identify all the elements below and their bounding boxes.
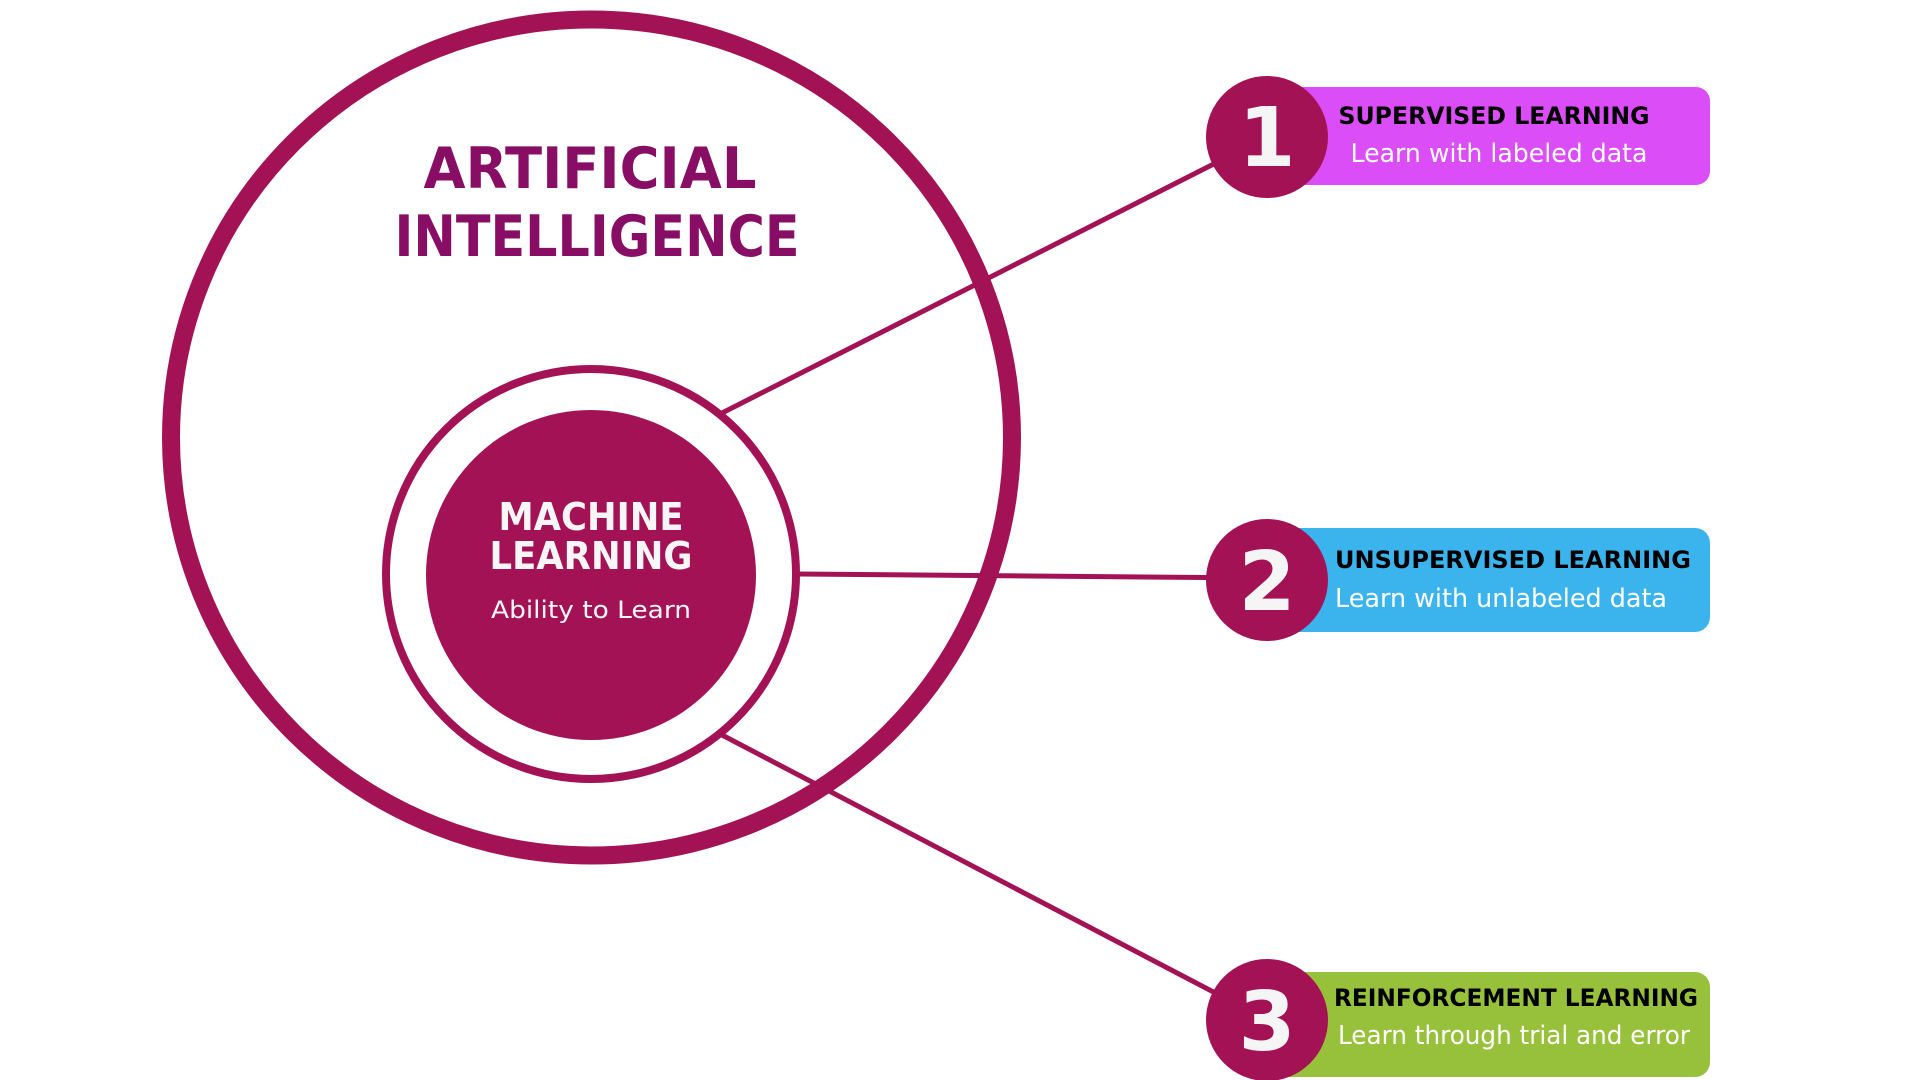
ml-title-line2: LEARNING xyxy=(490,534,693,578)
branch-number-2: 2 xyxy=(1238,535,1295,630)
ai-title-line1: ARTIFICIAL xyxy=(424,136,757,202)
branch-supervised: 1 SUPERVISED LEARNING Learn with labeled… xyxy=(1206,76,1710,198)
ml-title-line1: MACHINE xyxy=(499,495,684,539)
branch-box-1 xyxy=(1240,87,1710,185)
branch-number-circle-3 xyxy=(1206,959,1328,1080)
branch-box-2 xyxy=(1240,528,1710,632)
ml-subtitle: Ability to Learn xyxy=(491,596,691,624)
branch-number-circle-1 xyxy=(1206,76,1328,198)
branch-heading-1: SUPERVISED LEARNING xyxy=(1339,102,1650,130)
branch-description-1: Learn with labeled data xyxy=(1351,139,1648,169)
ai-outer-circle xyxy=(162,10,1021,865)
ai-title-line2: INTELLIGENCE xyxy=(395,204,800,270)
branch-number-circle-2 xyxy=(1206,519,1328,641)
connector-line-2 xyxy=(797,571,1268,581)
branch-box-3 xyxy=(1240,972,1710,1077)
branch-heading-3: REINFORCEMENT LEARNING xyxy=(1334,984,1698,1012)
connector-line-3 xyxy=(720,732,1269,1023)
branch-number-3: 3 xyxy=(1238,975,1295,1070)
branch-number-1: 1 xyxy=(1238,91,1295,186)
branch-description-3: Learn through trial and error xyxy=(1338,1021,1690,1051)
branch-unsupervised: 2 UNSUPERVISED LEARNING Learn with unlab… xyxy=(1206,519,1710,641)
ml-disc xyxy=(426,410,756,740)
branch-reinforcement: 3 REINFORCEMENT LEARNING Learn through t… xyxy=(1206,959,1710,1080)
branch-description-2: Learn with unlabeled data xyxy=(1335,584,1667,614)
branch-heading-2: UNSUPERVISED LEARNING xyxy=(1335,546,1691,574)
connector-line-1 xyxy=(720,134,1269,416)
